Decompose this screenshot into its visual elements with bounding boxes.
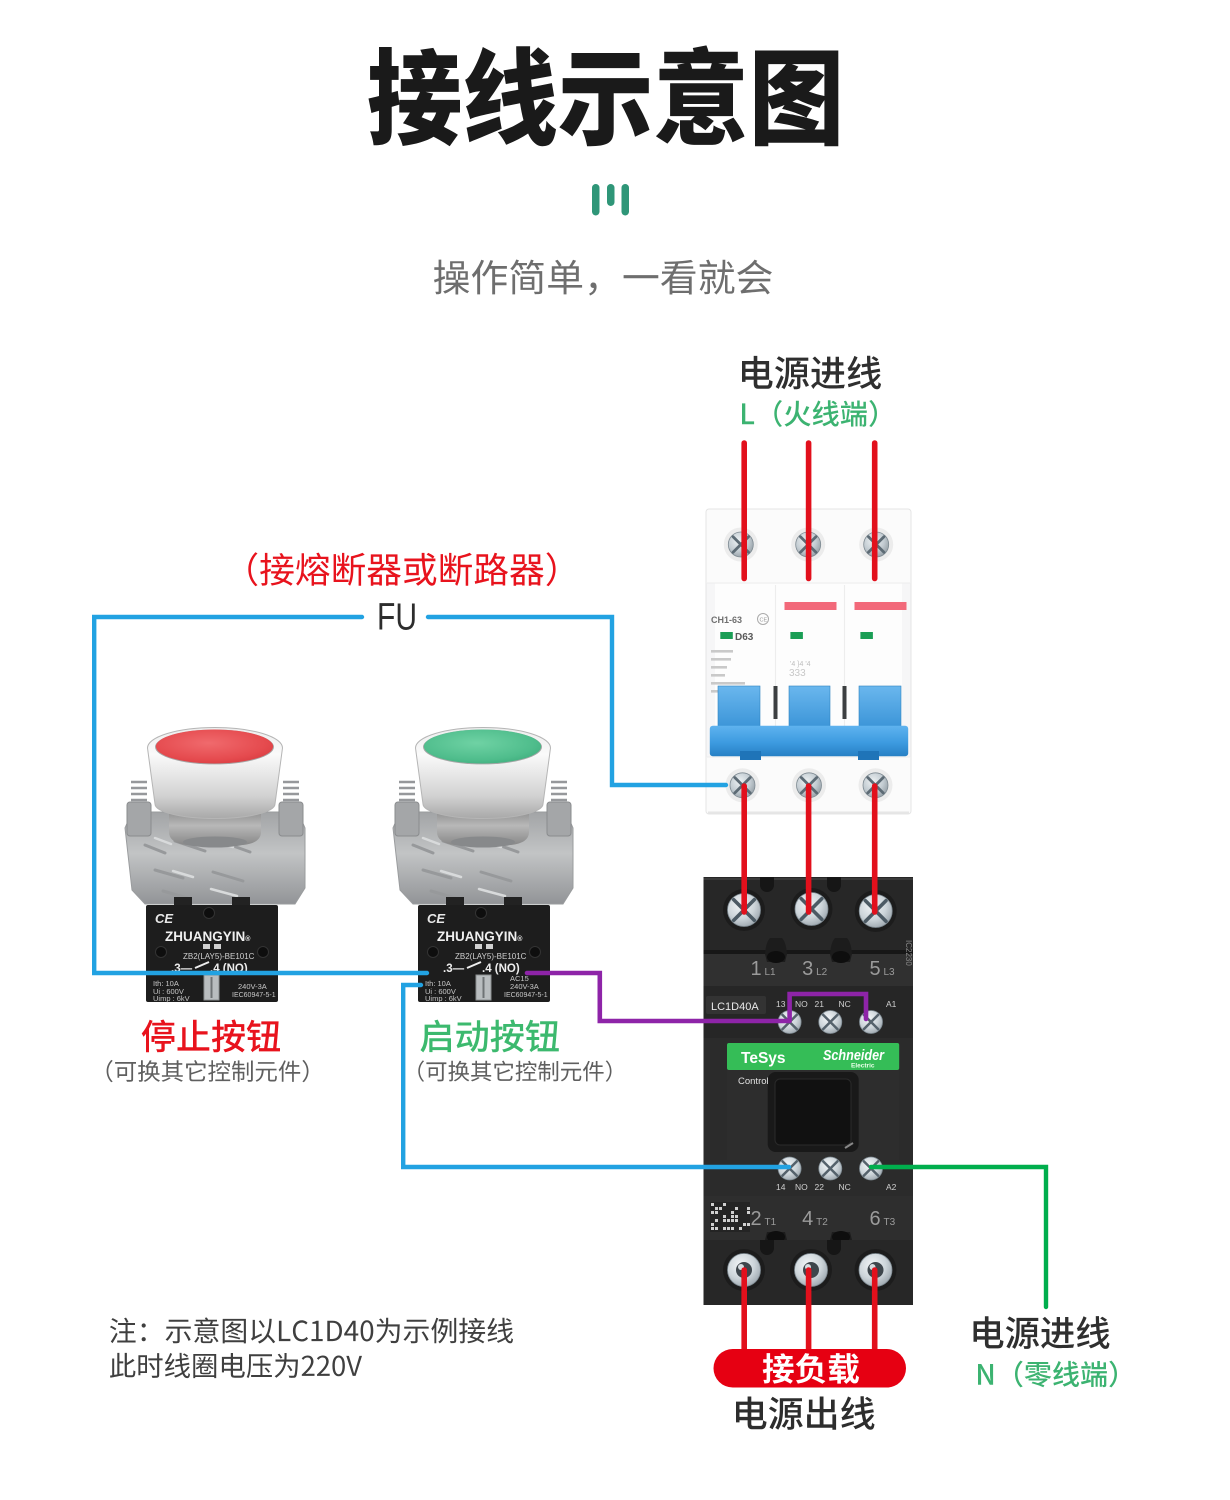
svg-text:Control: Control <box>738 1076 769 1087</box>
svg-text:1: 1 <box>751 958 762 980</box>
svg-text:ZB2(LAY5)-BE101C: ZB2(LAY5)-BE101C <box>455 952 527 961</box>
svg-text:Ui : 600V: Ui : 600V <box>153 987 184 996</box>
svg-text:T3: T3 <box>884 1217 896 1228</box>
svg-text:L1: L1 <box>765 967 777 978</box>
svg-text:Schneider: Schneider <box>823 1047 885 1064</box>
svg-text:T2: T2 <box>816 1217 828 1228</box>
svg-text:ZB2(LAY5)-BE101C: ZB2(LAY5)-BE101C <box>183 952 255 961</box>
svg-text:CH1-63: CH1-63 <box>711 615 742 625</box>
svg-text:T1: T1 <box>765 1217 777 1228</box>
svg-text:CE: CE <box>760 618 768 624</box>
svg-text:Uimp : 6kV: Uimp : 6kV <box>153 994 190 1003</box>
svg-text:Ui : 600V: Ui : 600V <box>425 987 456 996</box>
svg-text:IEC60947-5-1: IEC60947-5-1 <box>232 992 276 999</box>
svg-text:LC1D40A: LC1D40A <box>711 1001 759 1013</box>
svg-text:ZHUANGYIN®: ZHUANGYIN® <box>437 929 523 944</box>
svg-text:IC2230: IC2230 <box>904 940 913 966</box>
svg-text:FU: FU <box>377 597 417 639</box>
svg-text:.4 (NO): .4 (NO) <box>482 963 520 975</box>
svg-text:Uimp : 6kV: Uimp : 6kV <box>425 994 462 1003</box>
svg-text:21: 21 <box>815 999 825 1009</box>
svg-text:L2: L2 <box>816 967 828 978</box>
svg-text:A2: A2 <box>886 1182 897 1192</box>
svg-text:CE: CE <box>427 911 445 926</box>
svg-text:D63: D63 <box>735 632 754 643</box>
svg-text:NC: NC <box>839 999 851 1009</box>
svg-text:.3—: .3— <box>443 963 465 975</box>
svg-text:ZHUANGYIN®: ZHUANGYIN® <box>165 929 251 944</box>
svg-text:L3: L3 <box>884 967 896 978</box>
svg-text:240V-3A: 240V-3A <box>510 982 539 991</box>
svg-text:Ith: 10A: Ith: 10A <box>153 979 179 988</box>
svg-text:TeSys: TeSys <box>741 1050 786 1067</box>
svg-text:NO: NO <box>795 999 808 1009</box>
svg-text:14: 14 <box>776 1182 786 1192</box>
svg-text:CE: CE <box>155 911 173 926</box>
svg-text:NC: NC <box>839 1182 851 1192</box>
svg-text:4: 4 <box>802 1208 813 1230</box>
svg-text:3: 3 <box>802 958 813 980</box>
svg-text:13: 13 <box>776 999 786 1009</box>
svg-text:5: 5 <box>870 958 881 980</box>
svg-text:A1: A1 <box>886 999 897 1009</box>
svg-text:240V-3A: 240V-3A <box>238 982 267 991</box>
svg-text:Ith: 10A: Ith: 10A <box>425 979 451 988</box>
svg-text:2: 2 <box>751 1208 762 1230</box>
svg-text:NO: NO <box>795 1182 808 1192</box>
svg-text:6: 6 <box>870 1208 881 1230</box>
svg-text:333: 333 <box>789 668 806 679</box>
svg-text:AC15: AC15 <box>510 974 529 983</box>
svg-text:Electric: Electric <box>851 1063 875 1070</box>
svg-text:IEC60947-5-1: IEC60947-5-1 <box>504 992 548 999</box>
svg-text:'4 }4 '4: '4 }4 '4 <box>790 661 811 668</box>
svg-text:22: 22 <box>815 1182 825 1192</box>
